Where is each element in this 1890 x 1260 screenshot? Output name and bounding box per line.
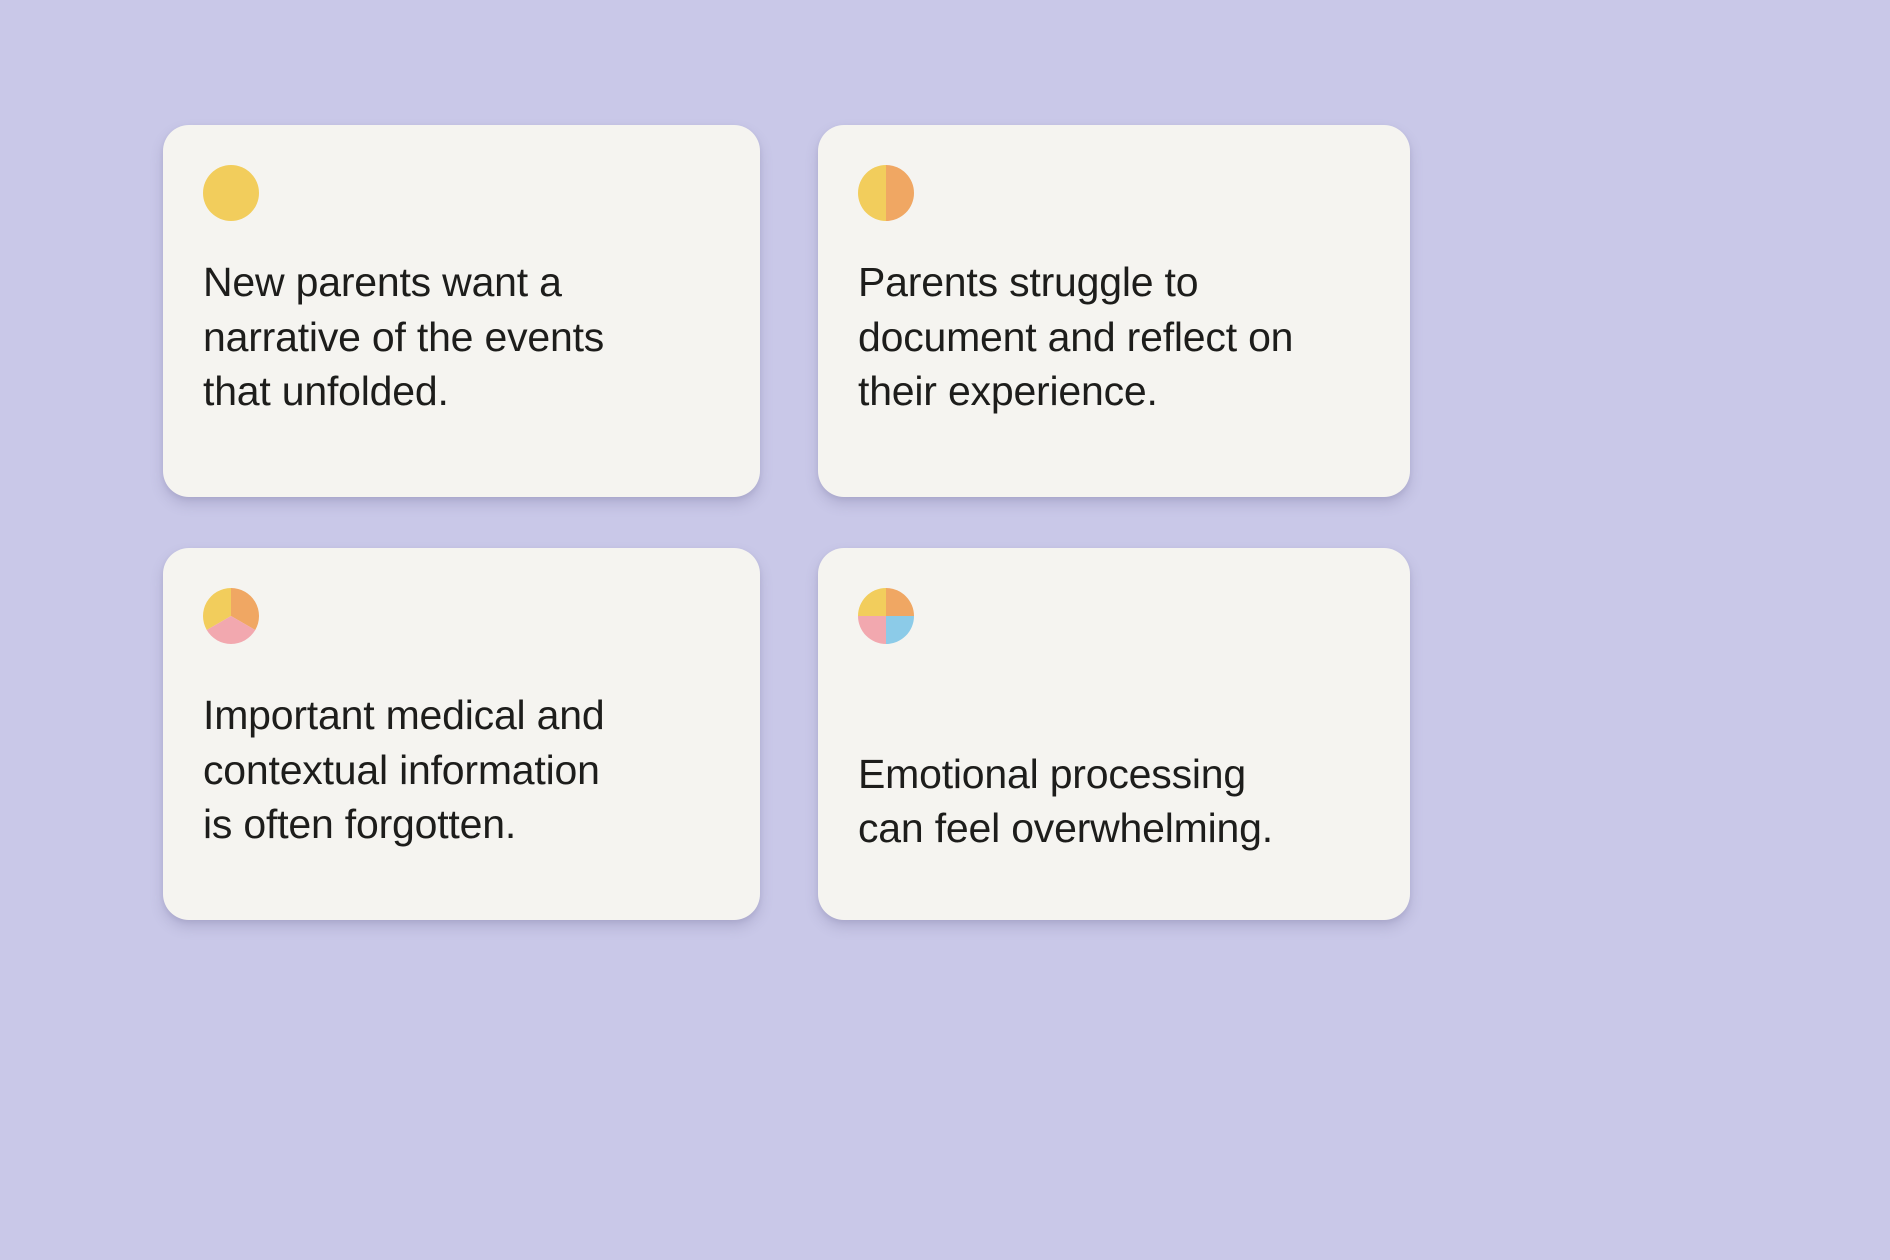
card-statement-1: New parents want a narrative of the even… bbox=[203, 259, 605, 415]
insight-card-2[interactable]: Parents struggle to document and reflect… bbox=[818, 125, 1410, 497]
card-statement-2: Parents struggle to document and reflect… bbox=[858, 259, 1294, 415]
pie-chart-four-quadrants-icon bbox=[858, 588, 914, 644]
card-content-3: Important medical and contextual informa… bbox=[203, 588, 724, 882]
pie-chart-one-quarter-icon bbox=[203, 165, 259, 221]
insight-card-3[interactable]: Important medical and contextual informa… bbox=[163, 548, 760, 920]
insight-card-1[interactable]: New parents want a narrative of the even… bbox=[163, 125, 760, 497]
card-content-4: Emotional processing can feel overwhelmi… bbox=[858, 588, 1374, 882]
pie-chart-three-slices-icon bbox=[203, 588, 259, 644]
insight-card-4[interactable]: Emotional processing can feel overwhelmi… bbox=[818, 548, 1410, 920]
card-grid: New parents want a narrative of the even… bbox=[163, 125, 1410, 920]
card-content-1: New parents want a narrative of the even… bbox=[203, 165, 724, 459]
card-content-2: Parents struggle to document and reflect… bbox=[858, 165, 1374, 459]
pie-chart-two-halves-icon bbox=[858, 165, 914, 221]
card-statement-4: Emotional processing can feel overwhelmi… bbox=[858, 750, 1273, 852]
card-statement-3: Important medical and contextual informa… bbox=[203, 692, 605, 848]
